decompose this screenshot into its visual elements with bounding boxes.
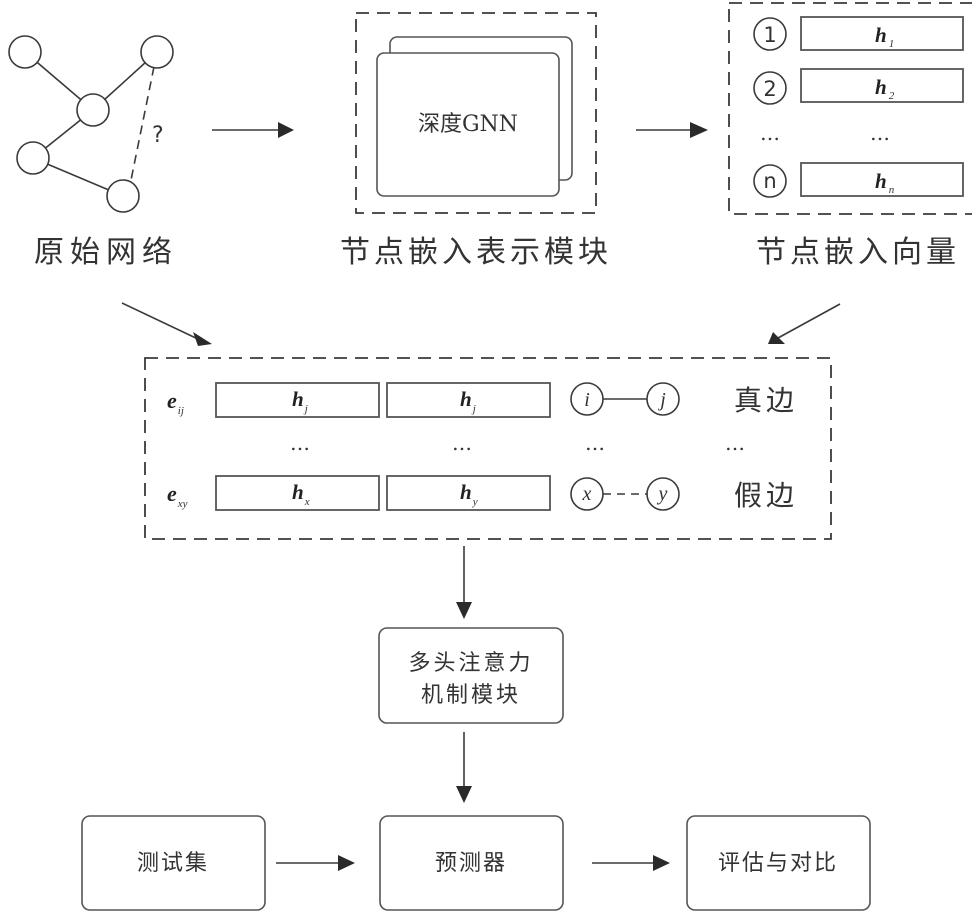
embedding-vector-box	[800, 68, 964, 103]
edge-label-eij: eij	[167, 388, 184, 417]
attention-module-box	[378, 627, 564, 724]
svg-text:1: 1	[763, 23, 776, 47]
node-circle	[753, 71, 787, 105]
embedding-vectors-caption: 节点嵌入向量	[756, 235, 960, 270]
svg-text:x: x	[582, 483, 592, 505]
gnn-layer-front	[376, 52, 560, 197]
evaluation-label: 评估与对比	[718, 851, 838, 876]
edge-samples-dashed-border	[144, 357, 832, 540]
node-circle	[753, 164, 787, 198]
svg-text:…: …	[725, 431, 745, 455]
vector-box-hj	[386, 382, 551, 418]
svg-text:n: n	[763, 169, 776, 193]
predictor-box	[379, 815, 564, 911]
attention-module-line2: 机制模块	[421, 683, 521, 708]
graph-node	[76, 93, 110, 127]
arrow-network-to-gnn	[212, 122, 294, 138]
svg-text:h1: h1	[875, 23, 894, 50]
test-set-label: 测试集	[137, 851, 209, 876]
unknown-edge-label: ?	[152, 123, 164, 148]
edge-label-exy: exy	[167, 481, 188, 510]
vector-box-hx	[215, 475, 380, 511]
fake-edge-label: 假边	[734, 479, 798, 512]
gnn-module-dashed-border	[355, 12, 597, 214]
arrow-test-set-to-predictor	[276, 855, 355, 871]
original-network-caption: 原始网络	[34, 235, 178, 270]
svg-text:…: …	[452, 431, 472, 455]
svg-text:…: …	[290, 431, 310, 455]
arrow-embeddings-to-edges	[768, 303, 841, 344]
svg-text:i: i	[584, 389, 590, 411]
graph-node	[140, 35, 174, 69]
vector-box-hy	[386, 475, 551, 511]
svg-text:hy: hy	[460, 480, 478, 508]
original-network-graph: ?	[8, 35, 174, 213]
svg-text:hn: hn	[875, 169, 895, 196]
graph-node	[106, 179, 140, 213]
svg-text:…: …	[585, 431, 605, 455]
attention-module-line1: 多头注意力	[408, 651, 533, 676]
ellipsis: …	[760, 121, 780, 145]
ellipsis: …	[870, 121, 890, 145]
arrow-predictor-to-evaluation	[592, 855, 670, 871]
gnn-label: 深度GNN	[418, 112, 518, 137]
gnn-module-caption: 节点嵌入表示模块	[340, 235, 612, 270]
vector-box-hi	[215, 382, 380, 418]
test-set-box	[81, 815, 266, 911]
svg-text:y: y	[657, 483, 668, 505]
true-edge-row: eij hj hj i j 真边	[167, 382, 798, 418]
svg-text:h2: h2	[875, 75, 895, 102]
svg-text:hj: hj	[292, 387, 308, 415]
svg-text:j: j	[657, 389, 666, 411]
arrow-network-to-edges	[121, 302, 212, 346]
svg-text:hj: hj	[460, 387, 476, 415]
true-edge-label: 真边	[734, 384, 798, 417]
arrow-attention-to-predictor	[456, 732, 472, 803]
node-i	[570, 382, 604, 416]
predictor-label: 预测器	[435, 851, 507, 876]
embedding-vector-box	[800, 16, 964, 51]
evaluation-box	[686, 815, 871, 911]
node-y	[646, 477, 680, 511]
arrow-gnn-to-embeddings	[636, 122, 708, 138]
svg-text:2: 2	[763, 77, 776, 101]
unknown-edge-dashed	[129, 51, 158, 186]
fake-edge-row: exy hx hy x y 假边	[167, 475, 798, 512]
node-x	[570, 477, 604, 511]
svg-text:hx: hx	[292, 480, 310, 508]
node-j	[646, 382, 680, 416]
graph-node	[16, 141, 50, 175]
edge-ellipsis-row: … … … …	[290, 431, 745, 455]
embedding-vector-box	[800, 162, 964, 197]
arrow-edges-to-attention	[456, 546, 472, 619]
node-circle	[753, 17, 787, 51]
graph-node	[8, 35, 42, 69]
